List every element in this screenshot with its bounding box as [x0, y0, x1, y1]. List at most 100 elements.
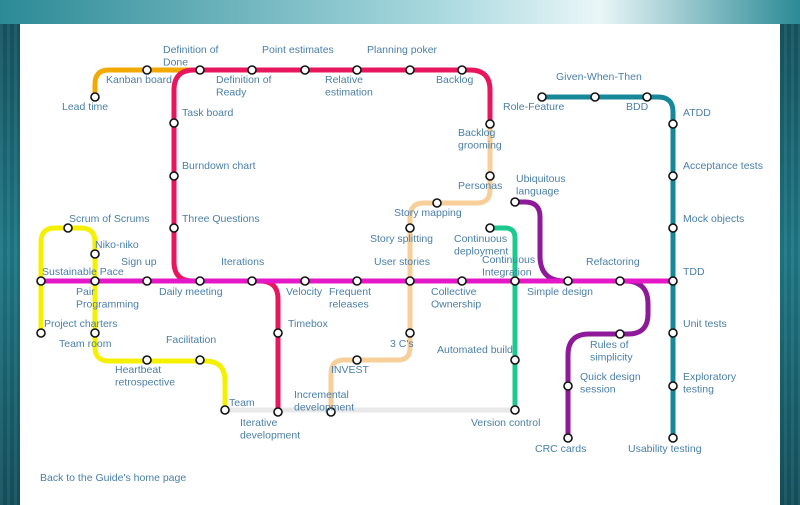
label-given-when-then[interactable]: Given-When-Then [556, 71, 642, 83]
station-timebox[interactable] [273, 328, 283, 338]
label-sign-up[interactable]: Sign up [121, 256, 157, 268]
station-burndown-chart[interactable] [169, 171, 179, 181]
station-team[interactable] [220, 405, 230, 415]
label-usability-testing[interactable]: Usability testing [628, 443, 702, 455]
label-personas[interactable]: Personas [458, 180, 502, 192]
label-story-splitting[interactable]: Story splitting [370, 233, 433, 245]
station-story-splitting[interactable] [405, 223, 415, 233]
station-definition-of-ready[interactable] [247, 65, 257, 75]
label-planning-poker[interactable]: Planning poker [367, 44, 438, 56]
station-simple-design[interactable] [563, 276, 573, 286]
label-version-control[interactable]: Version control [471, 417, 540, 429]
station-personas[interactable] [485, 171, 495, 181]
label-unit-tests[interactable]: Unit tests [683, 318, 727, 330]
station-version-control[interactable] [510, 405, 520, 415]
station-unit-tests[interactable] [668, 328, 678, 338]
label-point-estimates[interactable]: Point estimates [262, 44, 334, 56]
label-daily-meeting[interactable]: Daily meeting [159, 286, 223, 298]
label-crc-cards[interactable]: CRC cards [535, 443, 586, 455]
label-task-board[interactable]: Task board [182, 107, 234, 119]
label-velocity[interactable]: Velocity [286, 286, 323, 298]
label-niko-niko[interactable]: Niko-niko [95, 239, 139, 251]
station-iterations[interactable] [247, 276, 257, 286]
station-user-stories[interactable] [405, 276, 415, 286]
back-to-home-link[interactable]: Back to the Guide's home page [40, 472, 187, 484]
station-velocity[interactable] [300, 276, 310, 286]
station-lead-time[interactable] [90, 92, 100, 102]
station-frequent-releases[interactable] [352, 276, 362, 286]
station-backlog-grooming[interactable] [485, 119, 495, 129]
station-point-estimates[interactable] [300, 65, 310, 75]
station-project-charters[interactable] [36, 328, 46, 338]
station-facilitation[interactable] [195, 355, 205, 365]
station-usability-testing[interactable] [668, 433, 678, 443]
station-given-when-then[interactable] [590, 92, 600, 102]
station-iterative-development[interactable] [273, 407, 283, 417]
station-three-questions[interactable] [169, 223, 179, 233]
label-automated-build[interactable]: Automated build [437, 344, 513, 356]
station-role-feature[interactable] [537, 92, 547, 102]
station-refactoring[interactable] [615, 276, 625, 286]
station-rules-of-simplicity[interactable] [615, 329, 625, 339]
station-continuous-deployment[interactable] [485, 223, 495, 233]
station-backlog[interactable] [457, 65, 467, 75]
label-burndown-chart[interactable]: Burndown chart [182, 160, 256, 172]
station-pair-programming[interactable] [90, 276, 100, 286]
label-simple-design[interactable]: Simple design [527, 286, 593, 298]
station-ubiquitous-language[interactable] [510, 197, 520, 207]
label-lead-time[interactable]: Lead time [62, 101, 108, 113]
station-incremental-development[interactable] [326, 407, 336, 417]
station-daily-meeting[interactable] [195, 276, 205, 286]
station-bdd[interactable] [642, 92, 652, 102]
label-invest[interactable]: INVEST [331, 364, 370, 376]
station-sustainable-pace[interactable] [36, 276, 46, 286]
station-definition-of-done[interactable] [195, 65, 205, 75]
station-story-mapping[interactable] [432, 198, 442, 208]
station-invest[interactable] [352, 355, 362, 365]
label-kanban-board[interactable]: Kanban board [106, 74, 172, 86]
label-mock-objects[interactable]: Mock objects [683, 213, 744, 225]
station-collective-ownership[interactable] [457, 276, 467, 286]
station-acceptance-tests[interactable] [668, 171, 678, 181]
label-user-stories[interactable]: User stories [374, 256, 430, 268]
station-continuous-integration[interactable] [510, 276, 520, 286]
station-crc-cards[interactable] [563, 433, 573, 443]
label-team-room[interactable]: Team room [59, 338, 112, 350]
label-backlog[interactable]: Backlog [436, 74, 474, 86]
station-automated-build[interactable] [510, 355, 520, 365]
station-task-board[interactable] [169, 118, 179, 128]
label-scrum-of-scrums[interactable]: Scrum of Scrums [69, 213, 150, 225]
station-mock-objects[interactable] [668, 223, 678, 233]
label-role-feature[interactable]: Role-Feature [503, 101, 564, 113]
label-timebox[interactable]: Timebox [288, 318, 329, 330]
station-niko-niko[interactable] [90, 249, 100, 259]
station-kanban-board[interactable] [142, 65, 152, 75]
label-sustainable-pace[interactable]: Sustainable Pace [42, 266, 124, 278]
station-scrum-of-scrums[interactable] [63, 223, 73, 233]
label-bdd[interactable]: BDD [626, 101, 649, 113]
label-team[interactable]: Team [229, 397, 255, 409]
station-heartbeat-retrospective[interactable] [142, 355, 152, 365]
station-atdd[interactable] [668, 119, 678, 129]
label-tdd[interactable]: TDD [683, 266, 705, 278]
label-iterations[interactable]: Iterations [221, 256, 264, 268]
label-story-mapping[interactable]: Story mapping [394, 207, 462, 219]
station-three-cs[interactable] [405, 328, 415, 338]
station-planning-poker[interactable] [405, 65, 415, 75]
station-relative-estimation[interactable] [352, 65, 362, 75]
